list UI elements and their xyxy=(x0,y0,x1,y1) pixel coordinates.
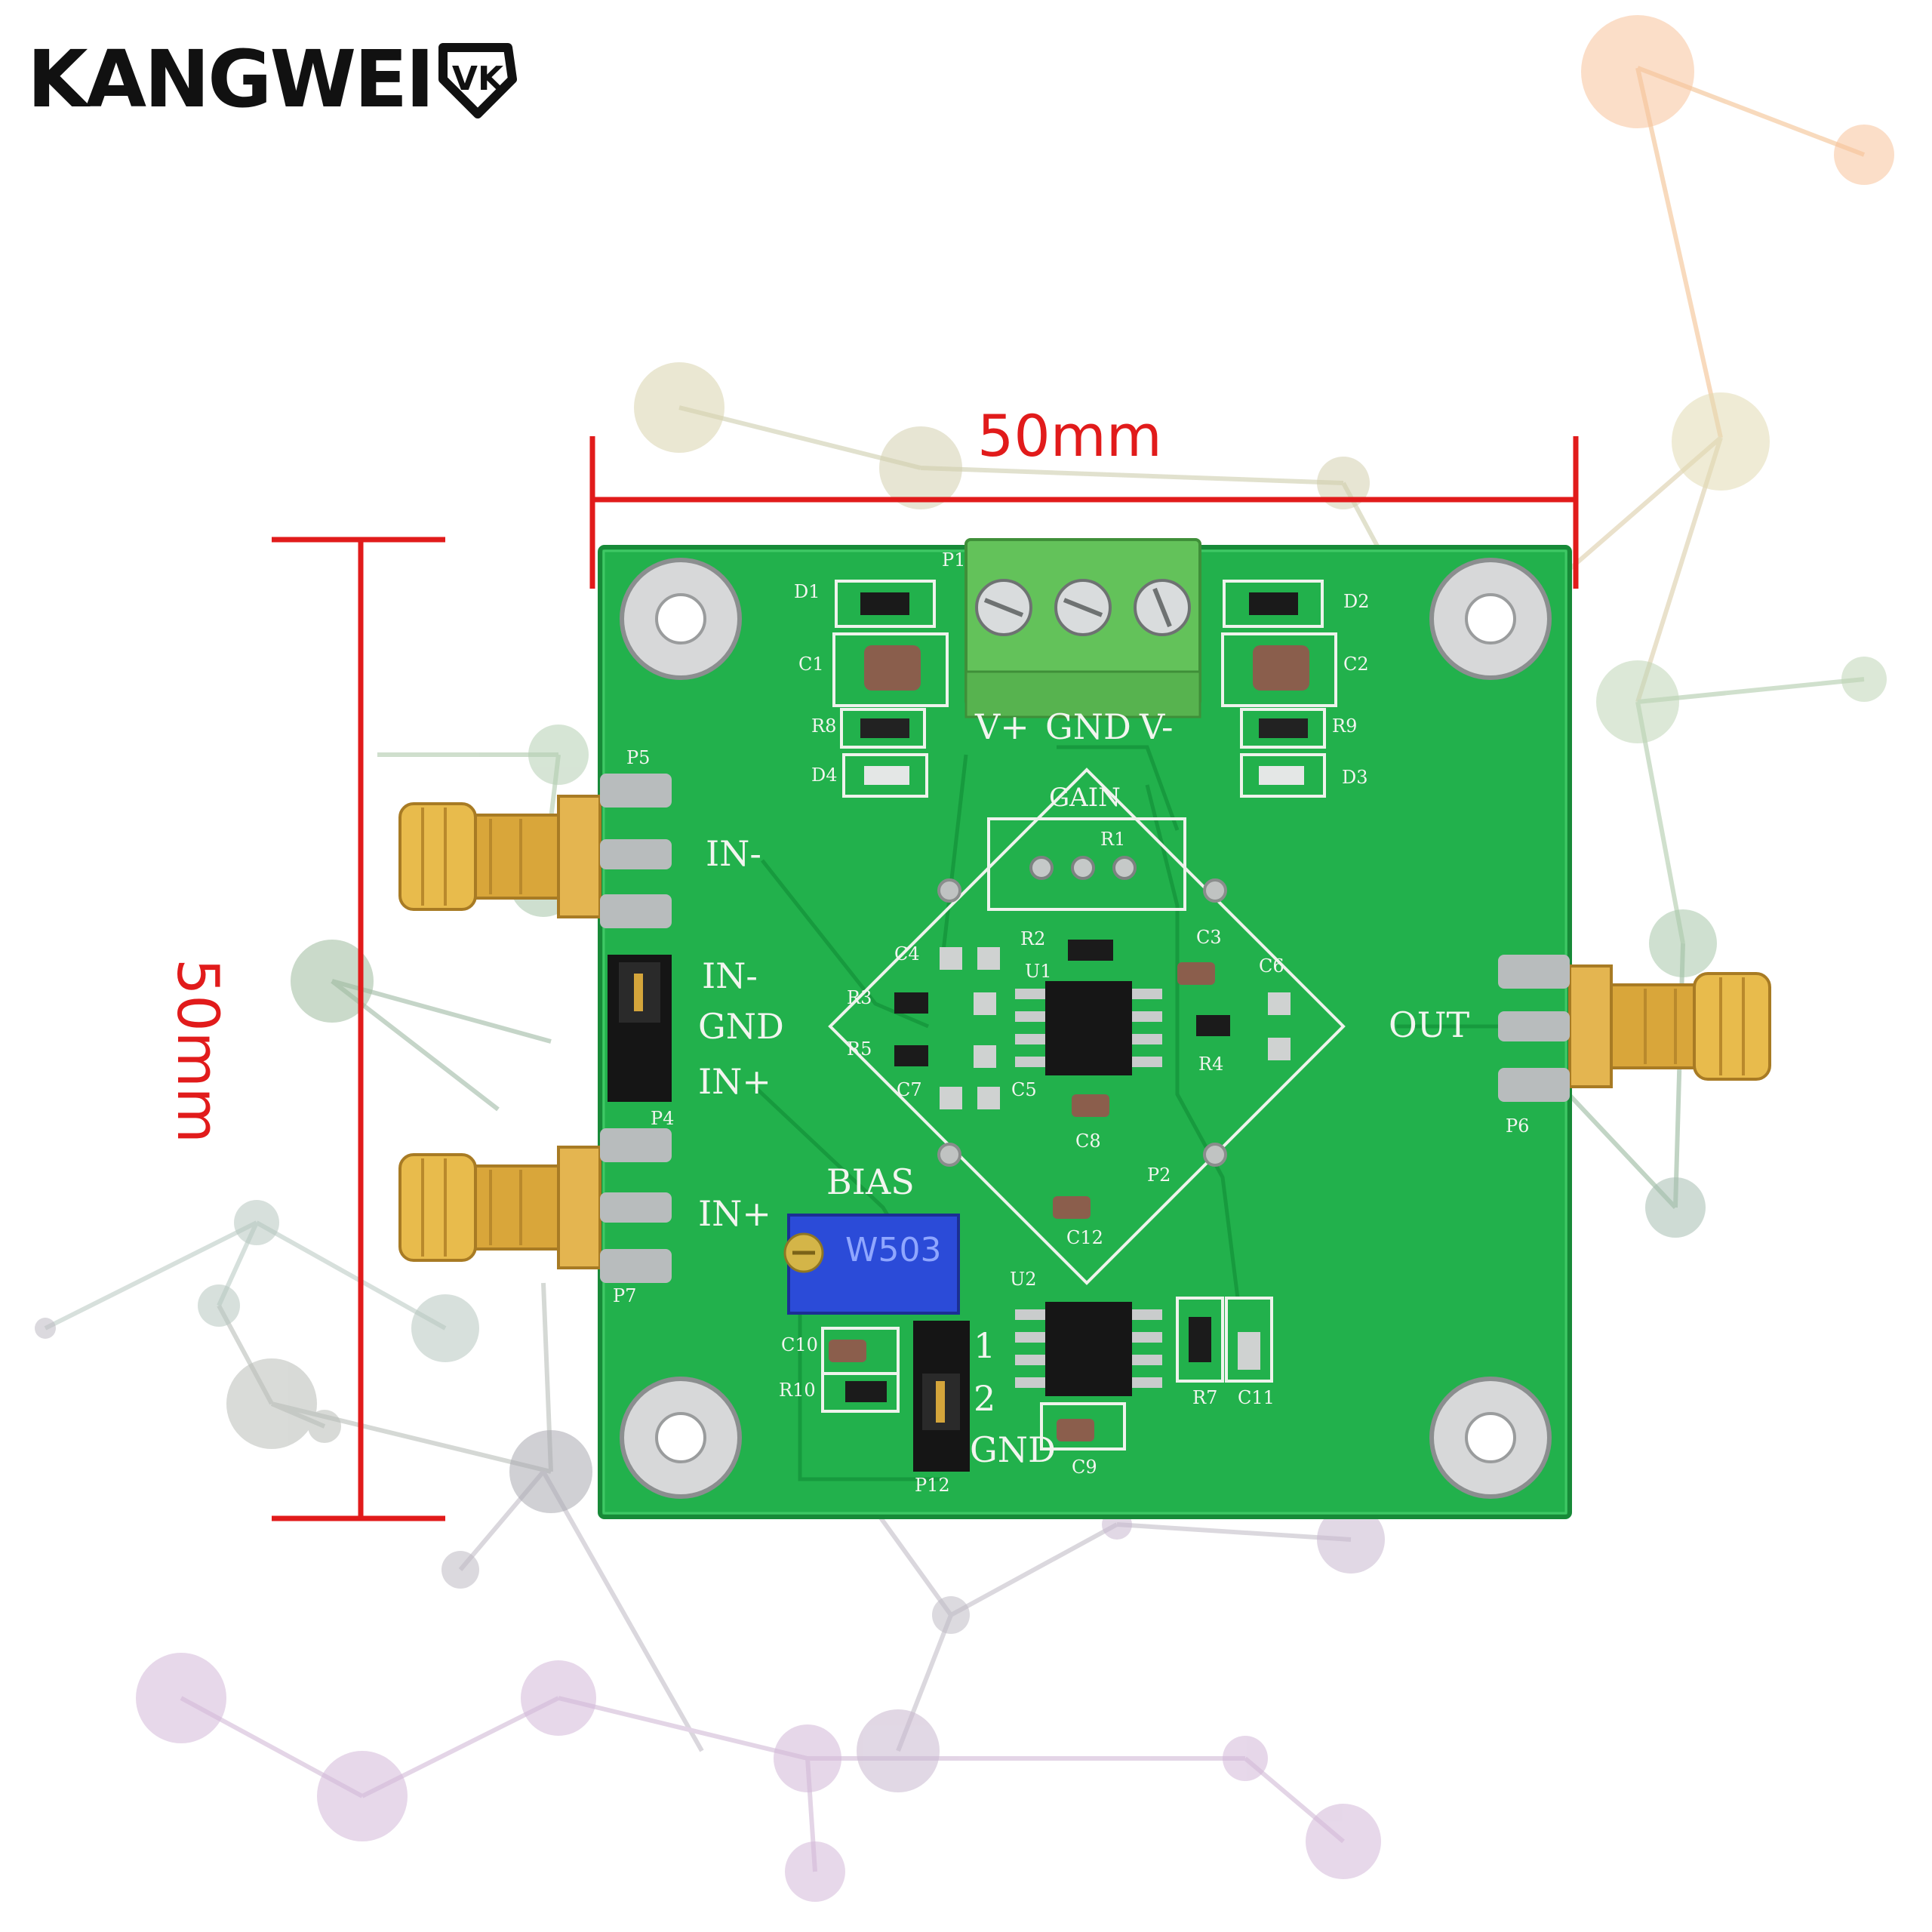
ref-c6: C6 xyxy=(1259,955,1284,977)
ref-r9: R9 xyxy=(1332,715,1358,737)
ref-d1: D1 xyxy=(794,581,820,602)
width-dimension-line xyxy=(589,436,1579,589)
sma-connector-in-plus xyxy=(398,1128,672,1283)
ref-u2: U2 xyxy=(1010,1269,1037,1290)
ref-p6: P6 xyxy=(1506,1115,1530,1137)
mounting-holes xyxy=(620,558,1552,1499)
power-label-gnd: GND xyxy=(1045,706,1131,747)
ref-c7: C7 xyxy=(897,1079,922,1100)
ref-p2: P2 xyxy=(1147,1164,1171,1186)
power-label-vminus: V- xyxy=(1140,706,1174,747)
output-label: OUT xyxy=(1389,1004,1470,1045)
ref-u1: U1 xyxy=(1025,961,1052,982)
ref-r1: R1 xyxy=(1100,829,1126,850)
in-plus-connector-label: IN+ xyxy=(698,1193,771,1234)
gain-label: GAIN xyxy=(1049,783,1121,813)
jumper-label-in-plus: IN+ xyxy=(698,1061,771,1102)
power-label-vplus: V+ xyxy=(975,706,1029,747)
ref-p1: P1 xyxy=(942,549,966,571)
ref-d2: D2 xyxy=(1343,591,1370,612)
ref-d3: D3 xyxy=(1342,767,1368,788)
ref-r2: R2 xyxy=(1020,928,1046,949)
input-jumper-header xyxy=(608,955,672,1102)
ref-c10: C10 xyxy=(781,1334,818,1355)
brand-logo: KANGWEI VK xyxy=(27,23,520,136)
ref-r8: R8 xyxy=(811,715,837,737)
ref-p4: P4 xyxy=(651,1108,675,1129)
in-minus-connector-label: IN- xyxy=(706,833,761,874)
ref-c1: C1 xyxy=(798,654,824,675)
potentiometer-label: W503 xyxy=(845,1231,942,1269)
brand-logo-mark: VK xyxy=(438,43,517,118)
ref-c4: C4 xyxy=(894,943,920,964)
bias-potentiometer xyxy=(783,1214,960,1315)
ref-c11: C11 xyxy=(1238,1387,1275,1408)
ref-c3: C3 xyxy=(1196,927,1222,948)
ref-c12: C12 xyxy=(1066,1227,1103,1248)
bias-label: BIAS xyxy=(826,1161,915,1202)
jumper-label-gnd: GND xyxy=(698,1006,784,1047)
ref-r4: R4 xyxy=(1198,1054,1224,1075)
bias-jumper-header xyxy=(913,1321,970,1472)
height-dimension-label: 50mm xyxy=(165,958,232,1143)
ref-p12: P12 xyxy=(915,1475,950,1496)
height-dimension-line xyxy=(272,537,445,1521)
width-dimension-label: 50mm xyxy=(977,402,1162,469)
gain-diamond-outline xyxy=(828,768,1346,1285)
ref-c9: C9 xyxy=(1072,1457,1097,1478)
ref-p5: P5 xyxy=(626,747,651,768)
u1-chip xyxy=(1015,981,1162,1075)
bias-jumper-label-gnd: GND xyxy=(970,1429,1056,1470)
ref-c2: C2 xyxy=(1343,654,1369,675)
jumper-label-in-minus: IN- xyxy=(702,955,758,996)
u2-chip xyxy=(1015,1302,1162,1396)
brand-logo-mark-text: VK xyxy=(452,60,505,98)
brand-logo-text: KANGWEI xyxy=(27,33,435,125)
terminal-block xyxy=(964,538,1201,718)
bias-jumper-label-2: 2 xyxy=(974,1378,996,1419)
sma-connector-out xyxy=(1498,955,1771,1102)
ref-d4: D4 xyxy=(811,764,838,786)
ref-r3: R3 xyxy=(847,987,872,1008)
ref-c8: C8 xyxy=(1075,1131,1101,1152)
ref-r7: R7 xyxy=(1192,1387,1218,1408)
ref-r5: R5 xyxy=(847,1038,872,1060)
bias-jumper-label-1: 1 xyxy=(974,1325,996,1366)
sma-connector-in-minus xyxy=(398,774,672,928)
ref-r10: R10 xyxy=(779,1380,816,1401)
ref-c5: C5 xyxy=(1011,1079,1037,1100)
ref-p7: P7 xyxy=(613,1285,637,1306)
